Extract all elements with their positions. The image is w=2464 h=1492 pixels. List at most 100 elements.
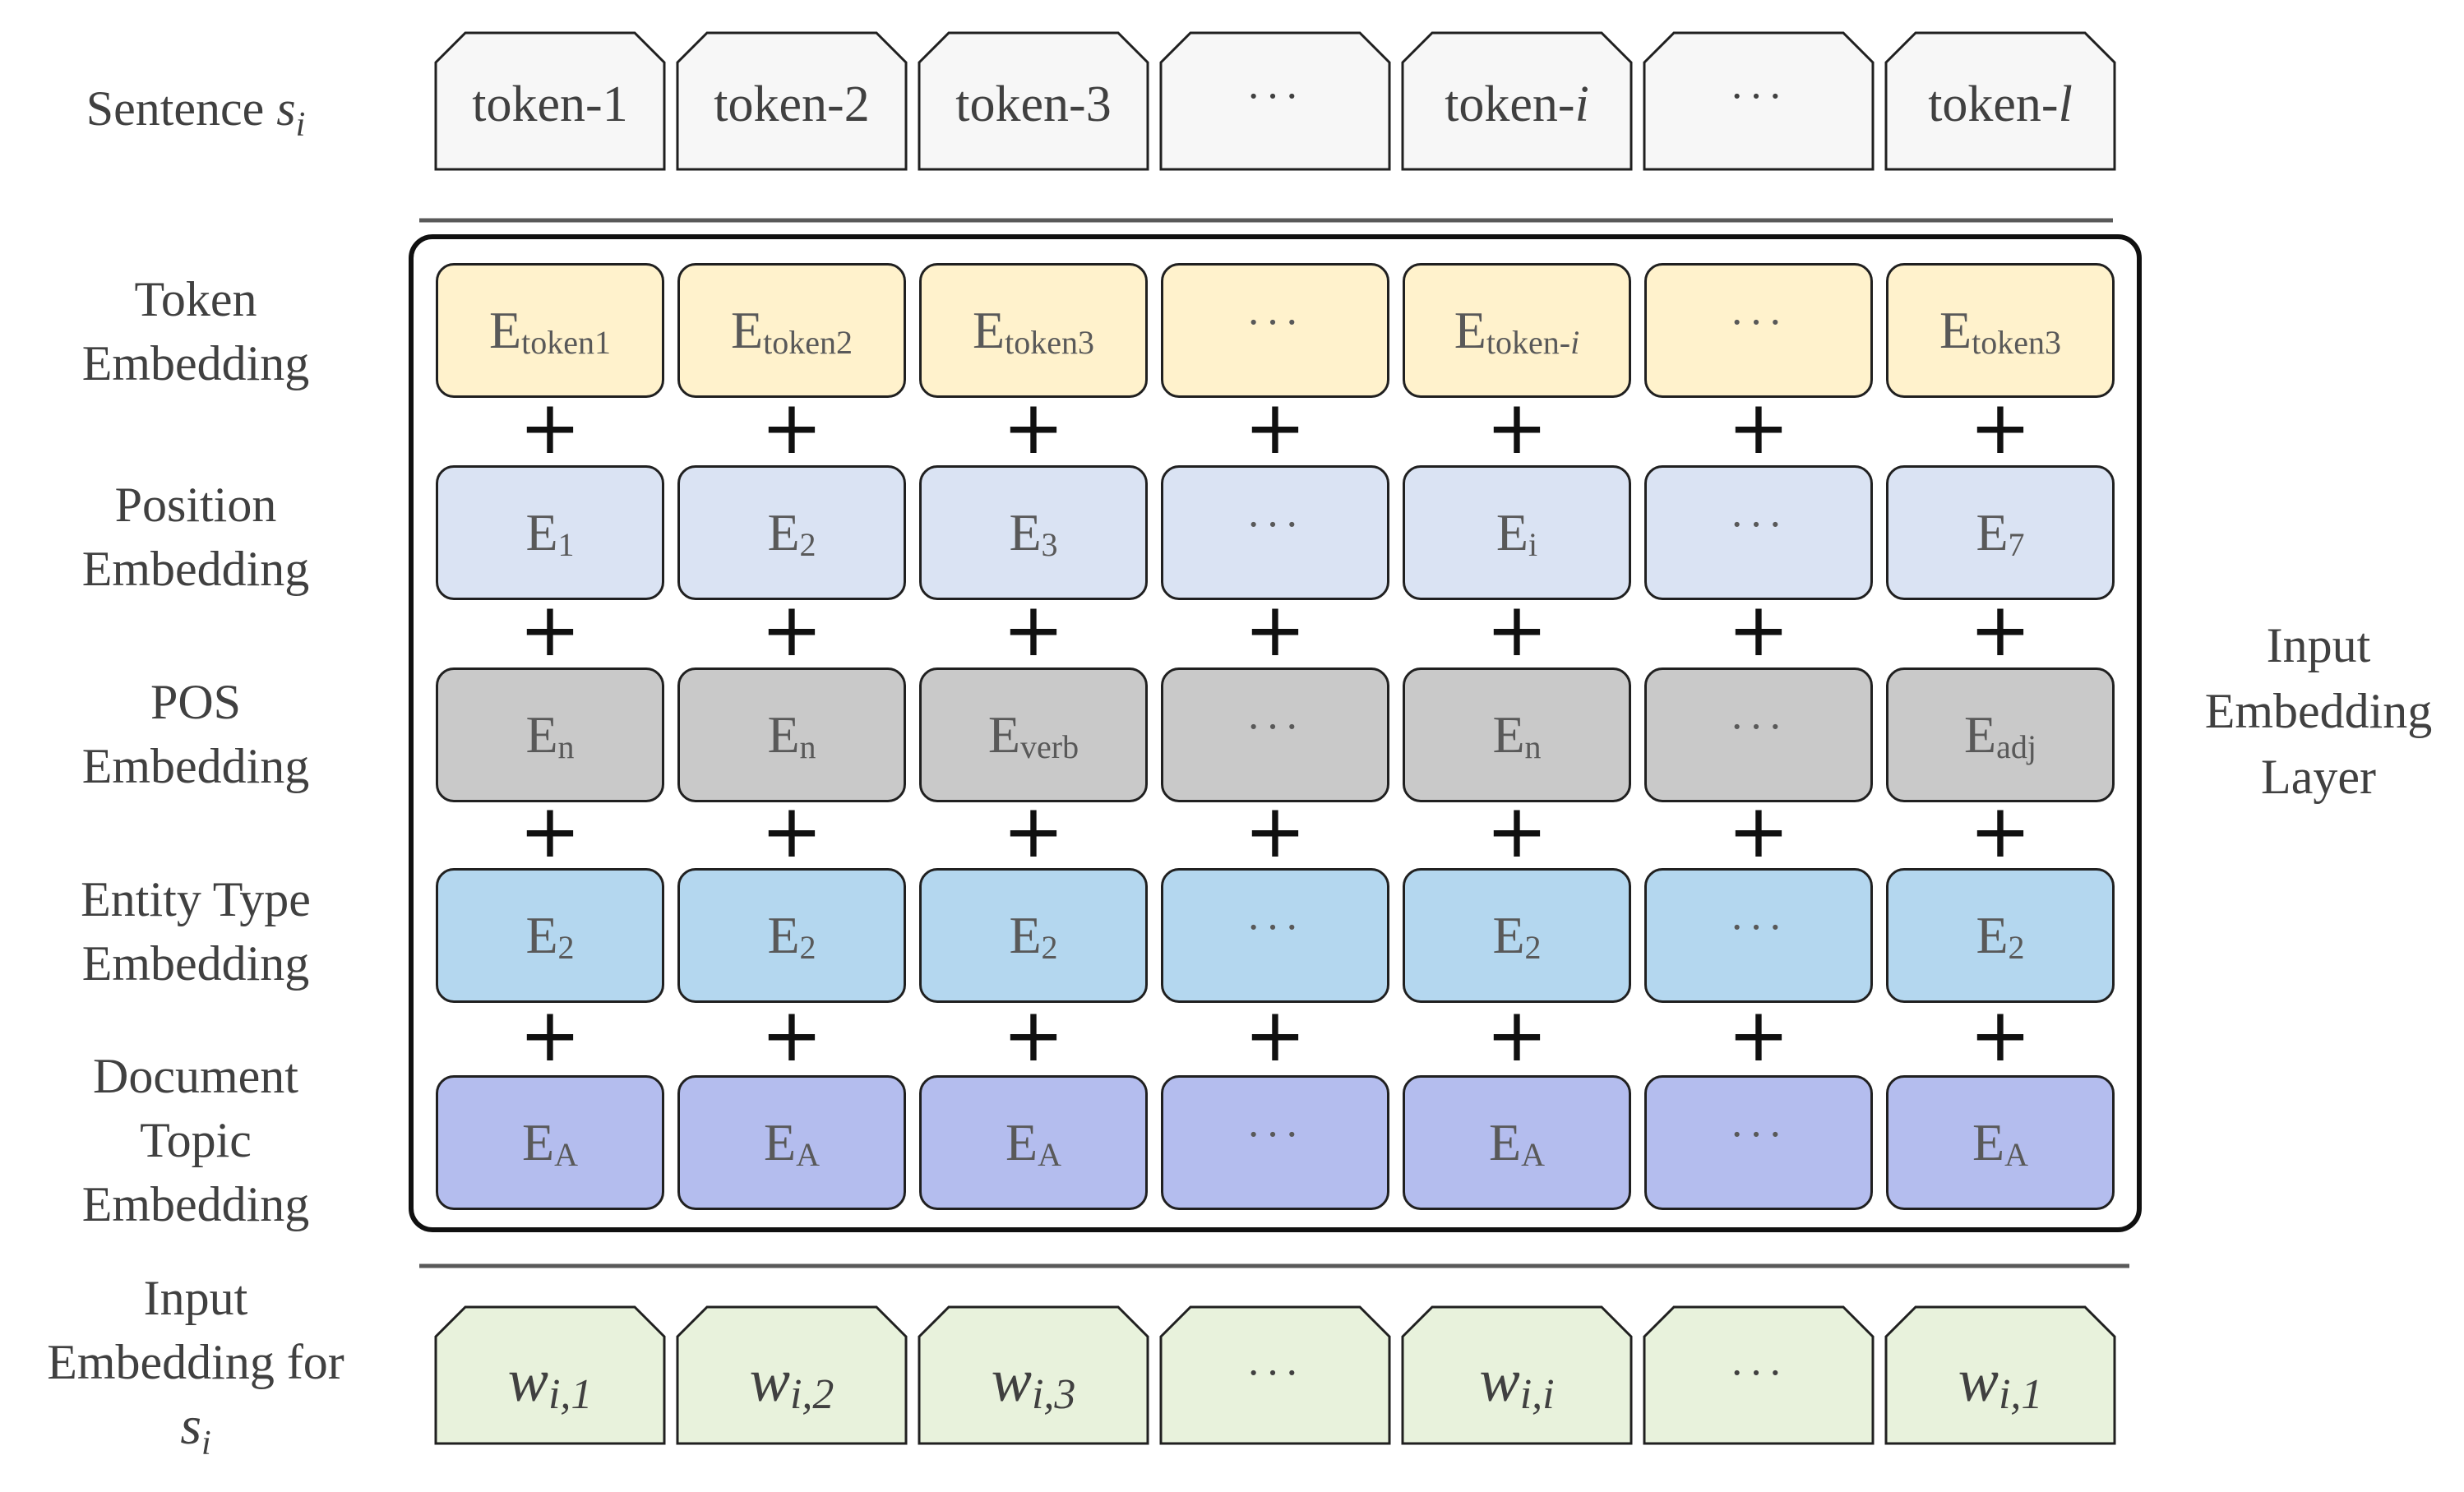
output-shape-1 xyxy=(434,1305,666,1445)
cell-sub: token3 xyxy=(1005,323,1094,361)
embedding-cell: ··· xyxy=(1644,1075,1873,1210)
cell-base: E xyxy=(1454,301,1486,359)
token-index: i xyxy=(1574,76,1589,132)
cell-sub: 1 xyxy=(557,525,575,563)
output-base: w xyxy=(991,1346,1032,1415)
output-embedding-6: ··· xyxy=(1644,1332,1873,1430)
cell-base: E xyxy=(522,1113,555,1171)
cell-base: E xyxy=(764,1113,797,1171)
output-sub: i,1 xyxy=(1998,1370,2043,1418)
cell-sub: token-i xyxy=(1486,323,1580,361)
token-shape-7 xyxy=(1884,31,2116,171)
plus-symbol: + xyxy=(1244,385,1306,471)
cell-sub: 3 xyxy=(1041,525,1058,563)
token-shape-1 xyxy=(434,31,666,171)
row-label-line: Embedding xyxy=(81,739,310,793)
embedding-cell: ··· xyxy=(1644,263,1873,398)
cell-sub: verb xyxy=(1020,728,1079,765)
right-label-line-2: Embedding xyxy=(2204,684,2433,738)
output-shape-7 xyxy=(1884,1305,2116,1445)
token-text: token-1 xyxy=(472,76,628,132)
cell-base: E xyxy=(987,705,1020,764)
row-label-line: Position xyxy=(114,478,277,532)
token-shape-3 xyxy=(918,31,1149,171)
right-label-line-1: Input xyxy=(2266,618,2371,672)
cell-base: E xyxy=(1489,1113,1522,1171)
cell-base: E xyxy=(1009,503,1042,561)
ellipsis: ··· xyxy=(1246,903,1304,951)
output-base: w xyxy=(1479,1346,1520,1415)
ellipsis: ··· xyxy=(1246,703,1304,751)
cell-sub: n xyxy=(557,728,575,765)
cell-sub: 2 xyxy=(799,525,816,563)
plus-symbol: + xyxy=(519,385,581,471)
plus-symbol: + xyxy=(1727,587,1790,673)
plus-symbol: + xyxy=(1244,788,1306,875)
ellipsis: ··· xyxy=(1730,1111,1787,1158)
cell-base: E xyxy=(767,906,800,964)
sentence-label-var: s xyxy=(276,81,296,136)
cell-base: E xyxy=(525,705,558,764)
cell-sub: 2 xyxy=(799,928,816,966)
cell-sub: n xyxy=(1524,728,1542,765)
ellipsis: ··· xyxy=(1246,298,1304,346)
plus-symbol: + xyxy=(1727,992,1790,1079)
cell-base: E xyxy=(525,503,558,561)
cell-sub: token1 xyxy=(521,323,611,361)
plus-symbol: + xyxy=(1244,992,1306,1079)
cell-base: E xyxy=(1492,906,1525,964)
plus-symbol: + xyxy=(760,587,823,673)
cell-sub: n xyxy=(799,728,816,765)
output-label-sub: i xyxy=(201,1425,211,1462)
output-shape-5 xyxy=(1401,1305,1633,1445)
cell-base: E xyxy=(489,301,522,359)
output-shape-4 xyxy=(1159,1305,1391,1445)
cell-sub: i xyxy=(1528,525,1538,563)
cell-sub: 2 xyxy=(1041,928,1058,966)
cell-base: E xyxy=(1976,906,2009,964)
sentence-label-sub: i xyxy=(295,106,306,144)
cell-base: E xyxy=(1972,1113,2005,1171)
token-text: token-3 xyxy=(955,76,1112,132)
plus-symbol: + xyxy=(760,385,823,471)
plus-symbol: + xyxy=(1486,992,1548,1079)
plus-symbol: + xyxy=(1486,385,1548,471)
input-embedding-layer-frame xyxy=(409,234,2142,1232)
cell-sub: 2 xyxy=(2008,928,2025,966)
row-label-line: Topic xyxy=(140,1113,252,1167)
plus-symbol: + xyxy=(1002,788,1065,875)
embedding-cell: ··· xyxy=(1161,1075,1389,1210)
token-text: token- xyxy=(1928,76,2059,132)
output-sub: i,1 xyxy=(548,1370,593,1418)
plus-symbol: + xyxy=(760,992,823,1079)
token-index: l xyxy=(2058,76,2073,132)
row-label-line: Embedding xyxy=(81,336,310,390)
row-label-line: Document xyxy=(93,1049,298,1103)
cell-base: E xyxy=(1005,1113,1038,1171)
output-sub: i,2 xyxy=(789,1370,834,1418)
cell-base: E xyxy=(1009,906,1042,964)
cell-base: E xyxy=(1492,705,1525,764)
output-sub: i,3 xyxy=(1031,1370,1076,1418)
